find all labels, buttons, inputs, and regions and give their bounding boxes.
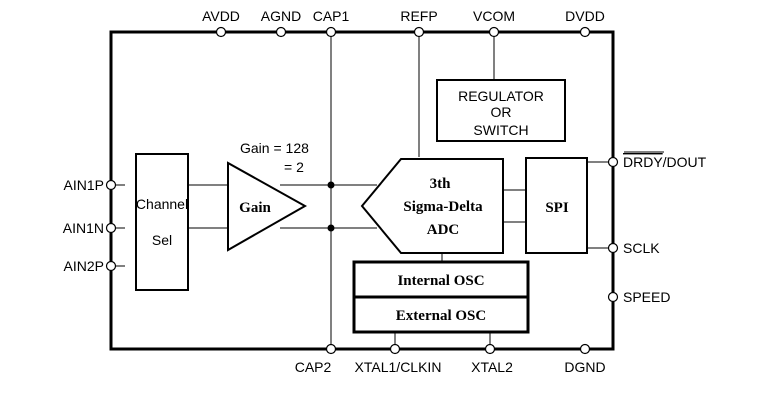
pin-label-ain1p: AIN1P [64,177,104,193]
drdy-overbar-text: DRDY [623,154,663,170]
gain-label: Gain [239,200,271,216]
pin-vcom [488,26,500,38]
oscillator-block: Internal OSC External OSC [352,260,530,334]
pin-ain1n [105,222,117,234]
pin-xtal1-clkin [389,343,401,355]
gain-amplifier: Gain [227,161,308,252]
pin-refp [413,26,425,38]
pin-label-dvdd: DVDD [565,8,605,24]
pin-label-cap2: CAP2 [295,359,332,375]
pin-speed [607,291,619,303]
top-pins: AVDD AGND CAP1 REFP VCOM DVDD [202,8,605,38]
chip-outline [109,30,615,351]
internal-osc-label: Internal OSC [397,273,484,289]
pin-label-refp: REFP [400,8,437,24]
regulator-label-2: OR [491,104,512,120]
regulator-label-1: REGULATOR [458,88,544,104]
gain-note-2: = 2 [284,159,304,175]
bottom-pins: CAP2 XTAL1/CLKIN XTAL2 DGND [295,343,606,375]
pin-label-speed: SPEED [623,289,670,305]
pin-label-xtal1-clkin: XTAL1/CLKIN [355,359,442,375]
pin-cap1 [325,26,337,38]
pin-xtal2 [484,343,496,355]
pin-label-avdd: AVDD [202,8,240,24]
pin-label-xtal2: XTAL2 [471,359,513,375]
external-osc-label: External OSC [396,308,486,324]
pin-drdy-dout [607,156,619,168]
pin-label-vcom: VCOM [473,8,515,24]
adc-label-1: 3th [430,176,451,192]
pin-dgnd [579,343,591,355]
spi-block: SPI [525,157,588,254]
regulator-block: REGULATOR OR SWITCH [436,79,566,142]
left-pins: AIN1P AIN1N AIN2P [63,177,117,274]
pin-agnd [275,26,287,38]
pin-label-ain1n: AIN1N [63,220,104,236]
regulator-label-3: SWITCH [473,122,528,138]
pin-label-cap1: CAP1 [313,8,350,24]
pin-label-dgnd: DGND [564,359,605,375]
pin-sclk [607,242,619,254]
right-pins: DRDY/DOUT SCLK SPEED [607,151,707,305]
channel-sel-label-2: Sel [152,232,172,248]
sigma-delta-adc-block: 3th Sigma-Delta ADC [360,158,504,254]
channel-sel-label-1: Channel [136,196,188,212]
adc-label-3: ADC [427,222,460,238]
pin-ain1p [105,179,117,191]
pin-label-ain2p: AIN2P [64,258,104,274]
pin-label-agnd: AGND [261,8,301,24]
channel-sel-block: Channel Sel [135,153,189,291]
adc-label-2: Sigma-Delta [403,199,483,215]
pin-dvdd [579,26,591,38]
pin-ain2p [105,260,117,272]
pin-label-sclk: SCLK [623,240,660,256]
gain-note-1: Gain = 128 [240,140,309,156]
pin-cap2 [325,343,337,355]
dout-text: /DOUT [663,154,707,170]
spi-label: SPI [545,200,569,216]
pin-label-drdy-dout: DRDY/DOUT [623,154,707,170]
pin-avdd [215,26,227,38]
